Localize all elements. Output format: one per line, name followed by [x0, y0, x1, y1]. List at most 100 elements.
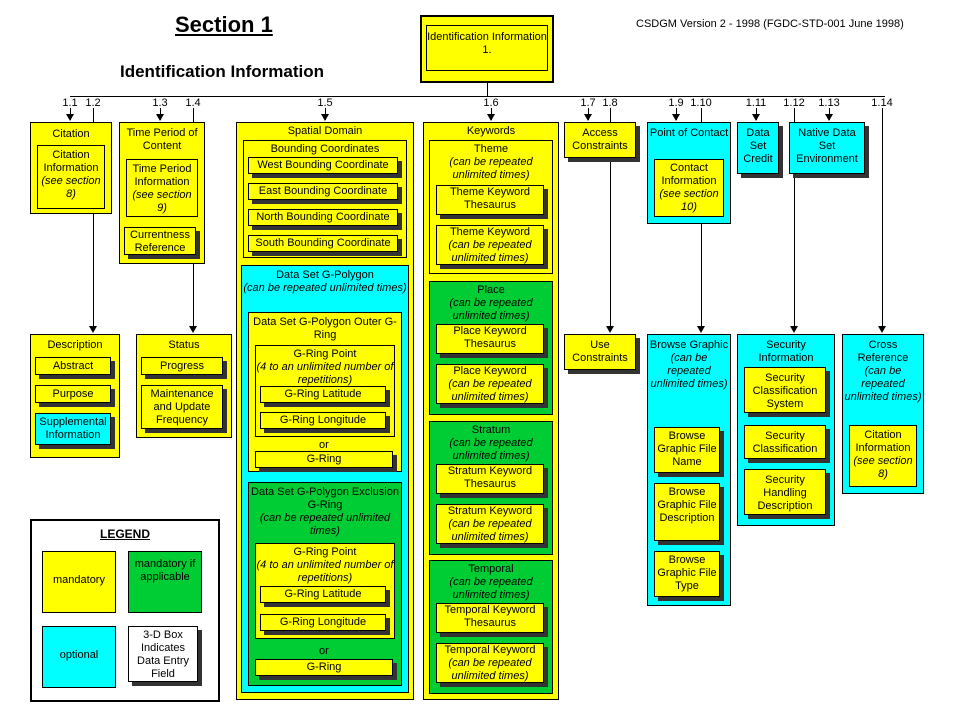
legend-optional: optional — [42, 626, 116, 688]
temporal-thesaurus-field[interactable]: Temporal Keyword Thesaurus — [436, 603, 544, 633]
access-constraints-field[interactable]: Access Constraints — [564, 122, 636, 158]
security-handling-field[interactable]: Security Handling Description — [744, 469, 826, 515]
theme-thesaurus-label: Theme Keyword Thesaurus — [449, 186, 531, 211]
stratum-thesaurus-label: Stratum Keyword Thesaurus — [447, 465, 533, 490]
native-label: Native Data Set Environment — [796, 127, 858, 165]
data-set-credit-field[interactable]: Data Set Credit — [737, 122, 779, 174]
gpolygon-box: Data Set G-Polygon (can be repeated unli… — [241, 265, 409, 693]
status-box: Status Progress Maintenance and Update F… — [136, 334, 232, 438]
place-keyword-label: Place Keyword — [453, 365, 527, 377]
place-thesaurus-field[interactable]: Place Keyword Thesaurus — [436, 324, 544, 354]
num-1-3: 1.3 — [152, 97, 168, 109]
section-title: Section 1 — [175, 12, 273, 37]
outer-lat-field[interactable]: G-Ring Latitude — [260, 386, 386, 403]
maintenance-field[interactable]: Maintenance and Update Frequency — [141, 385, 223, 429]
num-1-6: 1.6 — [483, 97, 499, 109]
stratum-thesaurus-field[interactable]: Stratum Keyword Thesaurus — [436, 464, 544, 494]
citation-box: Citation Citation Information (see secti… — [30, 122, 112, 214]
purpose-field[interactable]: Purpose — [35, 385, 111, 403]
stratum-keyword-field[interactable]: Stratum Keyword(can be repeated unlimite… — [436, 504, 544, 544]
num-1-14: 1.14 — [871, 97, 893, 109]
section-subtitle: Identification Information — [120, 62, 324, 81]
place-box: Place (can be repeated unlimited times) … — [429, 281, 553, 415]
excl-lon-field[interactable]: G-Ring Longitude — [260, 614, 386, 631]
time-period-title: Time Period of Content — [126, 127, 198, 152]
west-field[interactable]: West Bounding Coordinate — [248, 157, 398, 174]
cross-citation-info: Citation Information (see section 8) — [849, 425, 917, 487]
north-field[interactable]: North Bounding Coordinate — [248, 209, 398, 226]
legend-title: LEGEND — [99, 527, 150, 541]
security-classification-field[interactable]: Security Classification — [744, 425, 826, 459]
num-1-9: 1.9 — [668, 97, 684, 109]
num-1-13: 1.13 — [818, 97, 840, 109]
credit-label: Data Set Credit — [743, 127, 773, 165]
supplemental-field[interactable]: Supplemental Information — [35, 413, 111, 445]
num-1-1: 1.1 — [62, 97, 78, 109]
supplemental-label: Supplemental Information — [39, 416, 107, 441]
citation-info: Citation Information (see section 8) — [37, 145, 105, 209]
outer-gring-box: Data Set G-Polygon Outer G-Ring G-Ring P… — [248, 312, 402, 472]
security-classification-label: Security Classification — [752, 430, 818, 455]
currentness-reference[interactable]: Currentness Reference — [124, 227, 196, 255]
outer-gring-field[interactable]: G-Ring — [255, 451, 393, 468]
security-system-label: Security Classification System — [752, 372, 818, 410]
keywords-title: Keywords — [466, 125, 516, 137]
theme-keyword-field[interactable]: Theme Keyword(can be repeated unlimited … — [436, 225, 544, 265]
theme-note: (can be repeated unlimited times) — [449, 156, 533, 181]
excl-lon-label: G-Ring Longitude — [279, 616, 367, 628]
excl-point-note: (4 to an unlimited number of repetitions… — [256, 559, 394, 584]
temporal-title: Temporal — [468, 563, 514, 575]
bounding-coordinates: Bounding Coordinates West Bounding Coord… — [243, 140, 407, 258]
time-period-info-note: (see section 9) — [132, 189, 192, 214]
num-1-11: 1.11 — [745, 97, 767, 109]
temporal-note: (can be repeated unlimited times) — [449, 576, 533, 601]
legend-mandatory-if: mandatory if applicable — [128, 551, 202, 613]
identification-label: Identification Information — [427, 31, 547, 43]
browse-type-label: Browse Graphic File Type — [657, 554, 717, 592]
place-keyword-field[interactable]: Place Keyword(can be repeated unlimited … — [436, 364, 544, 404]
theme-thesaurus-field[interactable]: Theme Keyword Thesaurus — [436, 185, 544, 215]
progress-field[interactable]: Progress — [141, 357, 223, 375]
outer-point-title: G-Ring Point — [293, 348, 357, 360]
browse-file-name-field[interactable]: Browse Graphic File Name — [654, 427, 720, 473]
south-field[interactable]: South Bounding Coordinate — [248, 235, 398, 252]
browse-file-type-field[interactable]: Browse Graphic File Type — [654, 551, 720, 597]
keywords-box: Keywords Theme (can be repeated unlimite… — [423, 122, 559, 700]
citation-title: Citation — [52, 128, 90, 140]
temporal-keyword-field[interactable]: Temporal Keyword(can be repeated unlimit… — [436, 643, 544, 683]
stratum-keyword-note: (can be repeated unlimited times) — [448, 518, 532, 543]
stratum-note: (can be repeated unlimited times) — [449, 437, 533, 462]
native-environment-field[interactable]: Native Data Set Environment — [789, 122, 865, 174]
excl-lat-field[interactable]: G-Ring Latitude — [260, 586, 386, 603]
outer-gring-label: G-Ring — [306, 453, 342, 465]
security-box: Security Information Security Classifica… — [737, 334, 835, 526]
temporal-thesaurus-label: Temporal Keyword Thesaurus — [444, 604, 536, 629]
place-thesaurus-label: Place Keyword Thesaurus — [453, 325, 527, 350]
maintenance-label: Maintenance and Update Frequency — [150, 388, 214, 426]
temporal-keyword-label: Temporal Keyword — [444, 644, 536, 656]
outer-lon-field[interactable]: G-Ring Longitude — [260, 412, 386, 429]
security-system-field[interactable]: Security Classification System — [744, 367, 826, 413]
poc-title: Point of Contact — [649, 127, 729, 139]
temporal-box: Temporal (can be repeated unlimited time… — [429, 560, 553, 694]
south-label: South Bounding Coordinate — [255, 237, 391, 249]
citation-info-note: (see section 8) — [41, 175, 101, 200]
identification-box: Identification Information 1. — [420, 15, 554, 83]
outer-point-note: (4 to an unlimited number of repetitions… — [256, 361, 394, 386]
excl-gring-field[interactable]: G-Ring — [255, 659, 393, 676]
east-field[interactable]: East Bounding Coordinate — [248, 183, 398, 200]
legend-3d-box: 3-D Box Indicates Data Entry Field — [128, 626, 198, 682]
browse-file-desc-field[interactable]: Browse Graphic File Description — [654, 483, 720, 541]
excl-gring-label: G-Ring — [306, 661, 342, 673]
cross-citation-note: (see section 8) — [853, 455, 913, 480]
use-label: Use Constraints — [572, 339, 628, 364]
excl-or: or — [319, 645, 329, 657]
progress-label: Progress — [159, 360, 205, 372]
cross-note: (can be repeated unlimited times) — [844, 365, 922, 403]
place-title: Place — [477, 284, 505, 296]
theme-keyword-note: (can be repeated unlimited times) — [448, 239, 532, 264]
use-constraints-field[interactable]: Use Constraints — [564, 334, 636, 370]
abstract-field[interactable]: Abstract — [35, 357, 111, 375]
browse-graphic-box: Browse Graphic (can be repeated unlimite… — [647, 334, 731, 606]
security-handling-label: Security Handling Description — [757, 474, 813, 512]
